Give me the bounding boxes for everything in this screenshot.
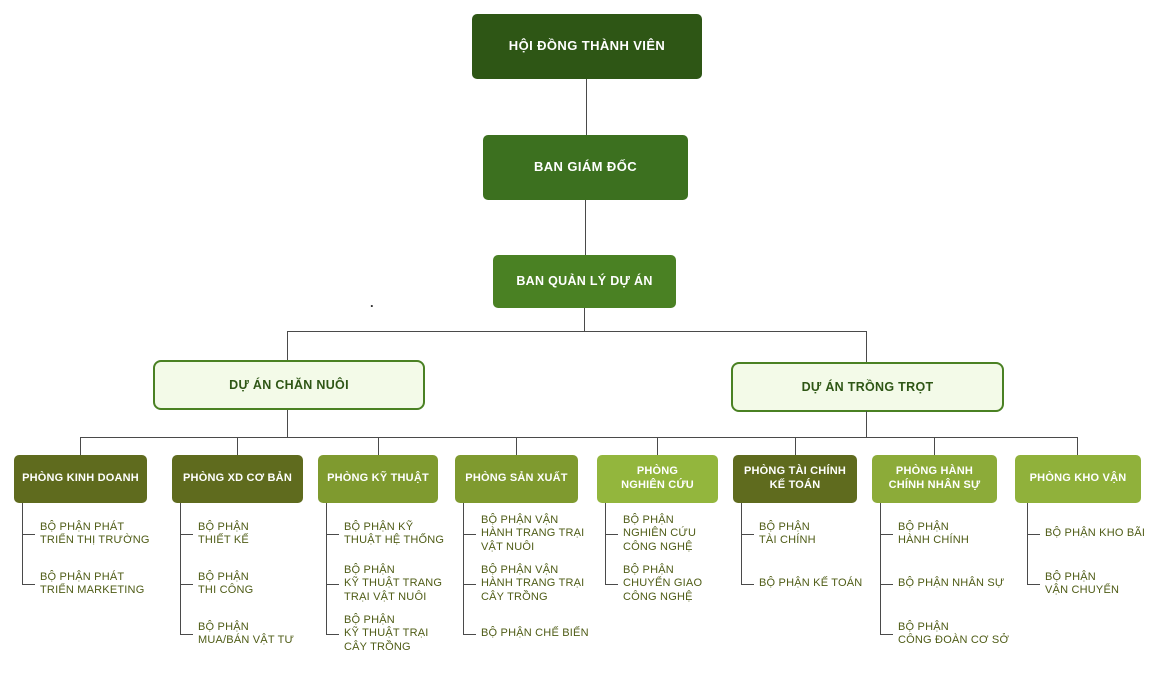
connector-line xyxy=(795,437,796,455)
connector-line xyxy=(378,437,379,455)
unit-item: BỘ PHẬN THIẾT KẾ xyxy=(180,511,315,557)
unit-item: BỘ PHẬN HÀNH CHÍNH xyxy=(880,511,1012,557)
node-ban-quan-ly-du-an: BAN QUẢN LÝ DỰ ÁN xyxy=(493,255,676,308)
connector-line xyxy=(880,503,881,634)
unit-item: BỘ PHẬN NGHIÊN CỨU CÔNG NGHỆ xyxy=(605,511,731,557)
unit-item: BỘ PHẬN PHÁT TRIỂN THỊ TRƯỜNG xyxy=(22,511,162,557)
unit-item: BỘ PHẬN TÀI CHÍNH xyxy=(741,511,867,557)
connector-line xyxy=(287,331,288,360)
unit-item: BỘ PHẬN VẬN HÀNH TRANG TRẠI CÂY TRỒNG xyxy=(463,561,593,607)
dept-box-ky-thuat: PHÒNG KỸ THUẬT xyxy=(318,455,438,503)
dept-units-ky-thuat: BỘ PHẬN KỸ THUẬT HỆ THỐNG BỘ PHẬN KỸ THU… xyxy=(326,503,451,661)
connector-line xyxy=(866,331,867,362)
connector-line xyxy=(1027,503,1028,584)
unit-item: BỘ PHẬN PHÁT TRIỂN MARKETING xyxy=(22,561,162,607)
unit-item: BỘ PHẬN KỸ THUẬT TRANG TRẠI VẬT NUÔI xyxy=(326,561,451,607)
stray-dot-text: . xyxy=(370,295,374,310)
dept-box-xd-co-ban: PHÒNG XD CƠ BẢN xyxy=(172,455,303,503)
connector-line xyxy=(237,437,238,455)
connector-line xyxy=(1077,437,1078,455)
node-du-an-chan-nuoi: DỰ ÁN CHĂN NUÔI xyxy=(153,360,425,410)
connector-line xyxy=(605,503,606,584)
unit-item: BỘ PHẬN KHO BÃI xyxy=(1027,511,1167,557)
connector-line xyxy=(463,503,464,634)
dept-box-kho-van: PHÒNG KHO VẬN xyxy=(1015,455,1141,503)
connector-line xyxy=(80,437,1078,438)
unit-item: BỘ PHẬN VẬN CHUYỂN xyxy=(1027,561,1167,607)
connector-line xyxy=(22,503,23,584)
unit-item: BỘ PHẬN MUA/BÁN VẬT TƯ xyxy=(180,611,315,657)
connector-line xyxy=(585,200,586,255)
node-ban-giam-doc: BAN GIÁM ĐỐC xyxy=(483,135,688,200)
dept-units-hanh-chinh-nhan-su: BỘ PHẬN HÀNH CHÍNH BỘ PHẬN NHÂN SỰ BỘ PH… xyxy=(880,503,1012,661)
dept-box-nghien-cuu: PHÒNG NGHIÊN CỨU xyxy=(597,455,718,503)
dept-box-tai-chinh-ke-toan: PHÒNG TÀI CHÍNH KẾ TOÁN xyxy=(733,455,857,503)
unit-item: BỘ PHẬN CÔNG ĐOÀN CƠ SỞ xyxy=(880,611,1012,657)
connector-line xyxy=(180,503,181,634)
node-du-an-trong-trot: DỰ ÁN TRỒNG TRỌT xyxy=(731,362,1004,412)
unit-item: BỘ PHẬN THI CÔNG xyxy=(180,561,315,607)
connector-line xyxy=(516,437,517,455)
dept-units-xd-co-ban: BỘ PHẬN THIẾT KẾ BỘ PHẬN THI CÔNG BỘ PHẬ… xyxy=(180,503,315,661)
dept-units-san-xuat: BỘ PHẬN VẬN HÀNH TRANG TRẠI VẬT NUÔI BỘ … xyxy=(463,503,593,661)
unit-item: BỘ PHẬN KỸ THUẬT TRẠI CÂY TRỒNG xyxy=(326,611,451,657)
connector-line xyxy=(326,503,327,634)
unit-item: BỘ PHẬN KỸ THUẬT HỆ THỐNG xyxy=(326,511,451,557)
connector-line xyxy=(584,308,585,331)
connector-line xyxy=(80,437,81,455)
connector-line xyxy=(934,437,935,455)
dept-units-nghien-cuu: BỘ PHẬN NGHIÊN CỨU CÔNG NGHỆ BỘ PHẬN CHU… xyxy=(605,503,731,611)
unit-item: BỘ PHẬN VẬN HÀNH TRANG TRẠI VẬT NUÔI xyxy=(463,511,593,557)
connector-line xyxy=(287,331,867,332)
connector-line xyxy=(287,410,288,437)
connector-line xyxy=(741,503,742,584)
unit-item: BỘ PHẬN KẾ TOÁN xyxy=(741,561,867,607)
unit-item: BỘ PHẬN CHUYỂN GIAO CÔNG NGHỆ xyxy=(605,561,731,607)
dept-units-tai-chinh-ke-toan: BỘ PHẬN TÀI CHÍNH BỘ PHẬN KẾ TOÁN xyxy=(741,503,867,611)
unit-item: BỘ PHẬN CHẾ BIẾN xyxy=(463,611,593,657)
connector-line xyxy=(657,437,658,455)
connector-line xyxy=(586,79,587,135)
dept-units-kinh-doanh: BỘ PHẬN PHÁT TRIỂN THỊ TRƯỜNG BỘ PHẬN PH… xyxy=(22,503,162,611)
unit-item: BỘ PHẬN NHÂN SỰ xyxy=(880,561,1012,607)
dept-units-kho-van: BỘ PHẬN KHO BÃI BỘ PHẬN VẬN CHUYỂN xyxy=(1027,503,1167,611)
dept-box-san-xuat: PHÒNG SẢN XUẤT xyxy=(455,455,578,503)
node-hoi-dong-thanh-vien: HỘI ĐỒNG THÀNH VIÊN xyxy=(472,14,702,79)
dept-box-hanh-chinh-nhan-su: PHÒNG HÀNH CHÍNH NHÂN SỰ xyxy=(872,455,997,503)
dept-box-kinh-doanh: PHÒNG KINH DOANH xyxy=(14,455,147,503)
connector-line xyxy=(866,411,867,437)
